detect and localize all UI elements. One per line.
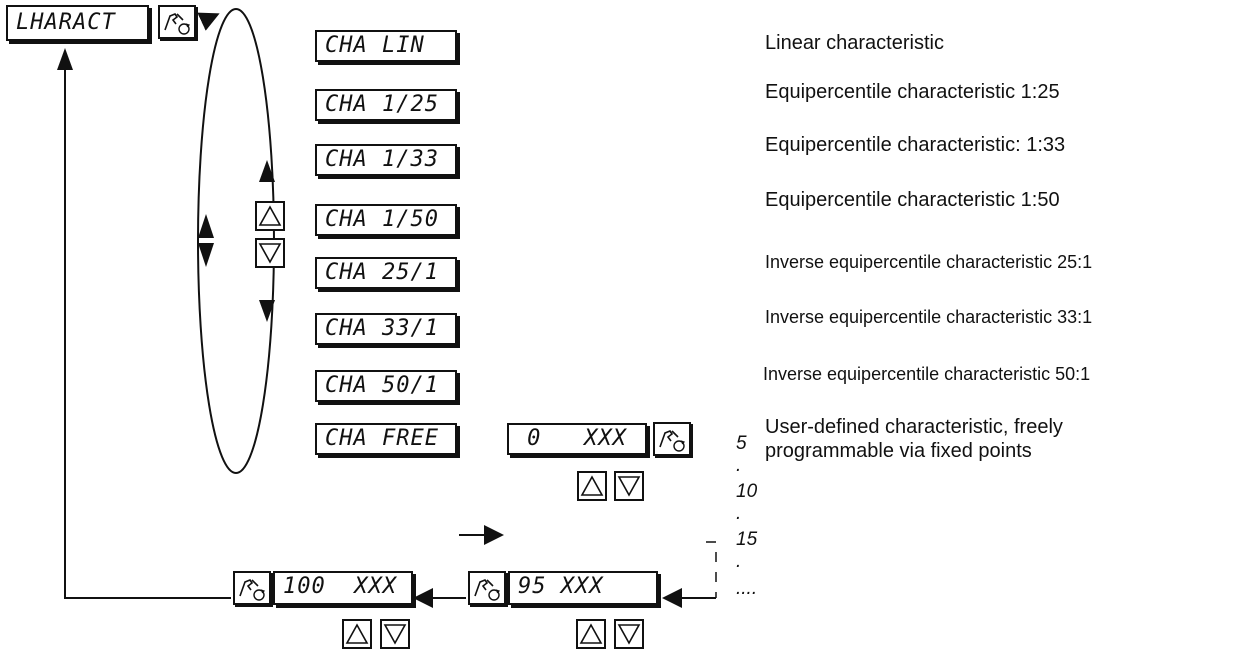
step-label-5: 5 bbox=[736, 433, 747, 454]
down-button[interactable] bbox=[255, 238, 285, 268]
enter-button[interactable] bbox=[158, 5, 196, 39]
option-description-1-50: Equipercentile characteristic 1:50 bbox=[765, 189, 1060, 211]
option-description-50-1: Inverse equipercentile characteristic 50… bbox=[763, 364, 1091, 384]
free-point-100-up-button[interactable] bbox=[342, 619, 372, 649]
free-point-100-display: 100 XXX bbox=[273, 571, 413, 605]
step-dot-2: . bbox=[736, 503, 742, 524]
option-description-1-33: Equipercentile characteristic: 1:33 bbox=[765, 134, 1066, 156]
hand-cycle-icon bbox=[659, 430, 686, 452]
step-label-15: 15 bbox=[736, 529, 758, 550]
free-point-first-enter-button[interactable] bbox=[653, 422, 691, 456]
option-display-1-25: CHA 1/25 bbox=[315, 89, 457, 121]
option-display-1-50: CHA 1/50 bbox=[315, 204, 457, 236]
option-description-33-1: Inverse equipercentile characteristic 33… bbox=[765, 307, 1093, 327]
step-dot-3: . bbox=[736, 551, 742, 572]
free-point-100-down-button[interactable] bbox=[380, 619, 410, 649]
loop-left-arrow-down bbox=[198, 243, 214, 267]
free-point-95-down-button[interactable] bbox=[614, 619, 644, 649]
down-triangle-icon bbox=[383, 624, 407, 645]
up-triangle-icon bbox=[580, 475, 604, 496]
option-description-lin: Linear characteristic bbox=[765, 32, 944, 54]
return-line bbox=[64, 58, 231, 599]
option-description-free-line1: User-defined characteristic, freely bbox=[765, 416, 1063, 438]
up-triangle-icon bbox=[579, 623, 603, 644]
free-point-95-up-button[interactable] bbox=[576, 619, 606, 649]
return-arrowhead bbox=[57, 48, 73, 70]
points-dashed-line bbox=[706, 541, 717, 594]
option-display-33-1: CHA 33/1 bbox=[315, 313, 457, 345]
hand-cycle-icon bbox=[474, 579, 501, 601]
entry-arrow bbox=[197, 12, 220, 31]
option-display-lin: CHA LIN bbox=[315, 30, 457, 62]
free-point-95-enter-button[interactable] bbox=[468, 571, 506, 605]
hand-cycle-icon bbox=[164, 13, 191, 35]
option-display-25-1: CHA 25/1 bbox=[315, 257, 457, 289]
step-label-10: 10 bbox=[736, 481, 758, 502]
option-description-free-line2: programmable via fixed points bbox=[765, 440, 1032, 462]
up-triangle-icon bbox=[258, 205, 282, 226]
option-description-1-25: Equipercentile characteristic 1:25 bbox=[765, 81, 1060, 103]
loop-right-arrow-down bbox=[259, 300, 275, 322]
step-ellipsis: .... bbox=[736, 578, 758, 599]
option-display-1-33: CHA 1/33 bbox=[315, 144, 457, 176]
down-triangle-icon bbox=[258, 243, 282, 264]
option-display-free: CHA FREE bbox=[315, 423, 457, 455]
down-triangle-icon bbox=[617, 476, 641, 497]
down-triangle-icon bbox=[617, 624, 641, 645]
loop-right-arrow-up bbox=[259, 160, 275, 182]
up-button[interactable] bbox=[255, 201, 285, 231]
hand-cycle-icon bbox=[239, 579, 266, 601]
up-triangle-icon bbox=[345, 623, 369, 644]
step-dot-1: . bbox=[736, 455, 742, 476]
option-description-25-1: Inverse equipercentile characteristic 25… bbox=[765, 252, 1093, 272]
free-point-first-up-button[interactable] bbox=[577, 471, 607, 501]
loop-left-arrow-up bbox=[198, 214, 214, 238]
option-display-50-1: CHA 50/1 bbox=[315, 370, 457, 402]
free-point-first-down-button[interactable] bbox=[614, 471, 644, 501]
free-point-100-enter-button[interactable] bbox=[233, 571, 271, 605]
parameter-display: LHARACT bbox=[6, 5, 149, 41]
free-point-95-display: 95 XXX bbox=[508, 571, 658, 605]
free-point-first-display: 0 XXX bbox=[507, 423, 647, 455]
